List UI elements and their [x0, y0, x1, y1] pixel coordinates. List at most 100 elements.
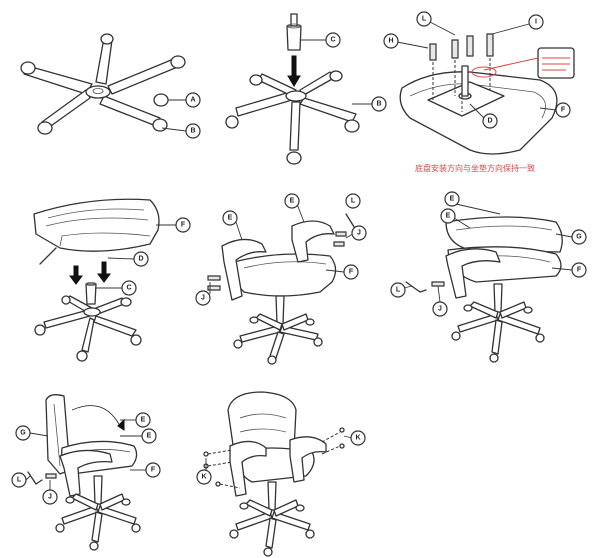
armrest-right [291, 220, 335, 263]
callout-e-step6: E [440, 208, 456, 224]
callout-c-step4: C [121, 280, 137, 296]
down-arrow-step4-right [97, 261, 111, 283]
seat-cushion [33, 198, 160, 252]
callout-i-step3-label: I [535, 19, 537, 26]
bolts-step3 [429, 33, 494, 61]
step-6-backrest: E E G F L J [390, 191, 587, 363]
star-base [23, 37, 181, 129]
callout-j-step5-left: J [195, 290, 211, 306]
callout-a: A [185, 92, 201, 108]
callout-f-step7-label: F [151, 467, 156, 474]
callout-l-step5-label: L [351, 198, 356, 205]
callout-i-step3: I [528, 14, 544, 30]
backrest-step6 [445, 216, 563, 253]
armrests-step8 [229, 436, 327, 497]
allen-key-step7 [27, 471, 43, 485]
callout-j-step5-right-label: J [357, 230, 361, 237]
callout-e-step5-left-label: E [228, 215, 233, 222]
callout-c-step2-label: C [330, 37, 335, 44]
callout-f-step5: F [343, 264, 359, 280]
casters-step8 [229, 502, 315, 557]
casters [20, 33, 186, 135]
callout-j-step7: J [42, 489, 58, 505]
callout-j-step5-right: J [351, 225, 367, 241]
callout-l-step6-label: L [396, 287, 401, 294]
callout-e-step5-right-label: E [290, 198, 295, 205]
callout-j-step7-label: J [48, 494, 52, 501]
callout-e-step7: E [141, 428, 157, 444]
callout-l-step5: L [345, 193, 361, 209]
star-base-step4 [43, 295, 137, 353]
callout-f-step3-label: F [561, 107, 566, 114]
rotation-arrow [71, 405, 121, 427]
step-8-finished-chair: K K [196, 391, 366, 557]
callout-e-step7-top: E [135, 412, 151, 428]
callout-f-step3: F [555, 102, 571, 118]
base-step7 [61, 475, 137, 543]
callout-j-step6: J [432, 301, 448, 317]
callout-b-step2-label: B [376, 101, 381, 108]
casters-step6 [451, 304, 545, 363]
callout-k-step8-left-label: K [201, 474, 206, 481]
callout-j-step6-label: J [438, 306, 442, 313]
casters-step4 [34, 295, 142, 362]
callout-l-step3-label: L [422, 16, 427, 23]
callout-b-step2: B [371, 96, 387, 112]
step-2-gas-lift: C B [225, 13, 387, 165]
callout-c-step2: C [325, 32, 341, 48]
orientation-note: 底盘安装方向与坐垫方向保持一致 [415, 163, 535, 173]
callout-k-step8-right: K [350, 430, 366, 446]
callout-e-step5-left: E [222, 210, 238, 226]
allen-key-step6 [405, 281, 427, 293]
seat-step5 [231, 253, 337, 297]
gas-cylinder [286, 13, 302, 51]
callout-e-step6-label: E [446, 213, 451, 220]
callout-l-step6: L [390, 282, 406, 298]
callout-g-step7-label: G [20, 430, 26, 437]
base-step6 [457, 283, 541, 355]
step-3-mechanism: L H I D F 底盘安装方向与坐垫方向保持一致 [383, 11, 575, 173]
step-5-armrests: E E L J F J [195, 193, 367, 365]
callout-c-step4-label: C [126, 285, 131, 292]
callout-d-step4: D [133, 251, 149, 267]
callout-k-step8-left: K [196, 469, 212, 485]
armrest-step7 [59, 449, 113, 497]
callout-l-step7: L [11, 472, 27, 488]
casters-step7 [55, 496, 141, 551]
callout-d-step4-label: D [138, 256, 143, 263]
gas-cylinder-step4 [85, 282, 97, 305]
callout-a-label: A [190, 97, 195, 104]
callout-g-step6: G [571, 229, 587, 245]
callout-g-step7: G [15, 425, 31, 441]
down-arrow [287, 55, 301, 87]
callout-d-step3-label: D [487, 118, 492, 125]
armrest-step6 [445, 248, 501, 299]
step-1-base: A B [20, 33, 201, 139]
callout-d-step3: D [482, 113, 498, 129]
callout-e-step5-right: E [284, 193, 300, 209]
step-4-seat-on-base: F D C [33, 198, 191, 362]
down-arrow-step4-left [69, 265, 83, 285]
callout-f-step6: F [571, 262, 587, 278]
callout-l-step3: L [416, 11, 432, 27]
armrest-left [221, 238, 267, 301]
seat-plate [427, 65, 505, 117]
bolts-step5 [207, 231, 347, 291]
callout-f-step5-label: F [349, 269, 354, 276]
callout-e-step7-top-label: E [141, 417, 146, 424]
callout-b: B [185, 123, 201, 139]
callout-e-step6-top-label: E [450, 196, 455, 203]
callout-f-step4-label: F [181, 222, 186, 229]
callout-e-step7-label: E [147, 433, 152, 440]
zoom-inset [471, 47, 575, 79]
base-step8 [235, 481, 311, 549]
callout-f-step6-label: F [577, 267, 582, 274]
callout-e-step6-top: E [444, 191, 460, 207]
callout-h-step3-label: H [388, 38, 393, 45]
callout-g-step6-label: G [576, 234, 582, 241]
callout-h-step3: H [383, 33, 399, 49]
callout-f-step7: F [145, 462, 161, 478]
base-step5 [239, 295, 319, 359]
